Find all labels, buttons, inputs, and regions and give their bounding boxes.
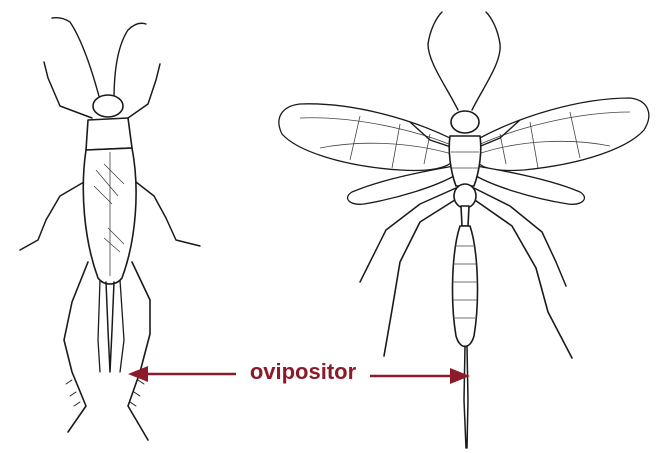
cricket-antenna-left [52,18,100,100]
cricket-hind-leg-left [64,262,88,432]
cricket-illustration [20,18,200,440]
wasp-antenna-left [428,12,458,110]
wasp-antenna-right [472,12,500,110]
wasp-propodeum [454,184,476,208]
cricket-middle-leg-left [20,182,84,250]
cricket-front-leg-right [128,64,160,118]
wasp-hind-leg-left [384,198,458,356]
cricket-pronotum [86,118,132,150]
wasp-petiole [461,206,469,226]
ovipositor-label: ovipositor [248,358,358,386]
cricket-hind-leg-right [128,262,150,440]
wasp-hind-leg-right [472,198,572,358]
cricket-middle-leg-right [136,182,200,246]
wasp-hindwing-left [348,166,454,204]
wasp-abdomen [453,226,478,347]
cricket-ovipositor [106,282,114,372]
cricket-cercus-right [120,280,124,372]
wasp-ovipositor [464,346,468,448]
cricket-antenna-right [114,23,146,100]
cricket-hind-leg-spines-left [66,380,80,406]
cricket-head [93,95,123,117]
wasp-hindwing-right [476,166,584,204]
ovipositor-arrow-left [128,366,236,382]
ovipositor-arrow-right [370,368,470,384]
wasp-head [451,111,479,133]
wasp-thorax [449,136,481,186]
cricket-front-leg-left [44,62,92,118]
wasp-middle-leg-right [474,188,566,286]
cricket-cercus-left [98,280,100,372]
wasp-forewing-right [476,98,649,171]
